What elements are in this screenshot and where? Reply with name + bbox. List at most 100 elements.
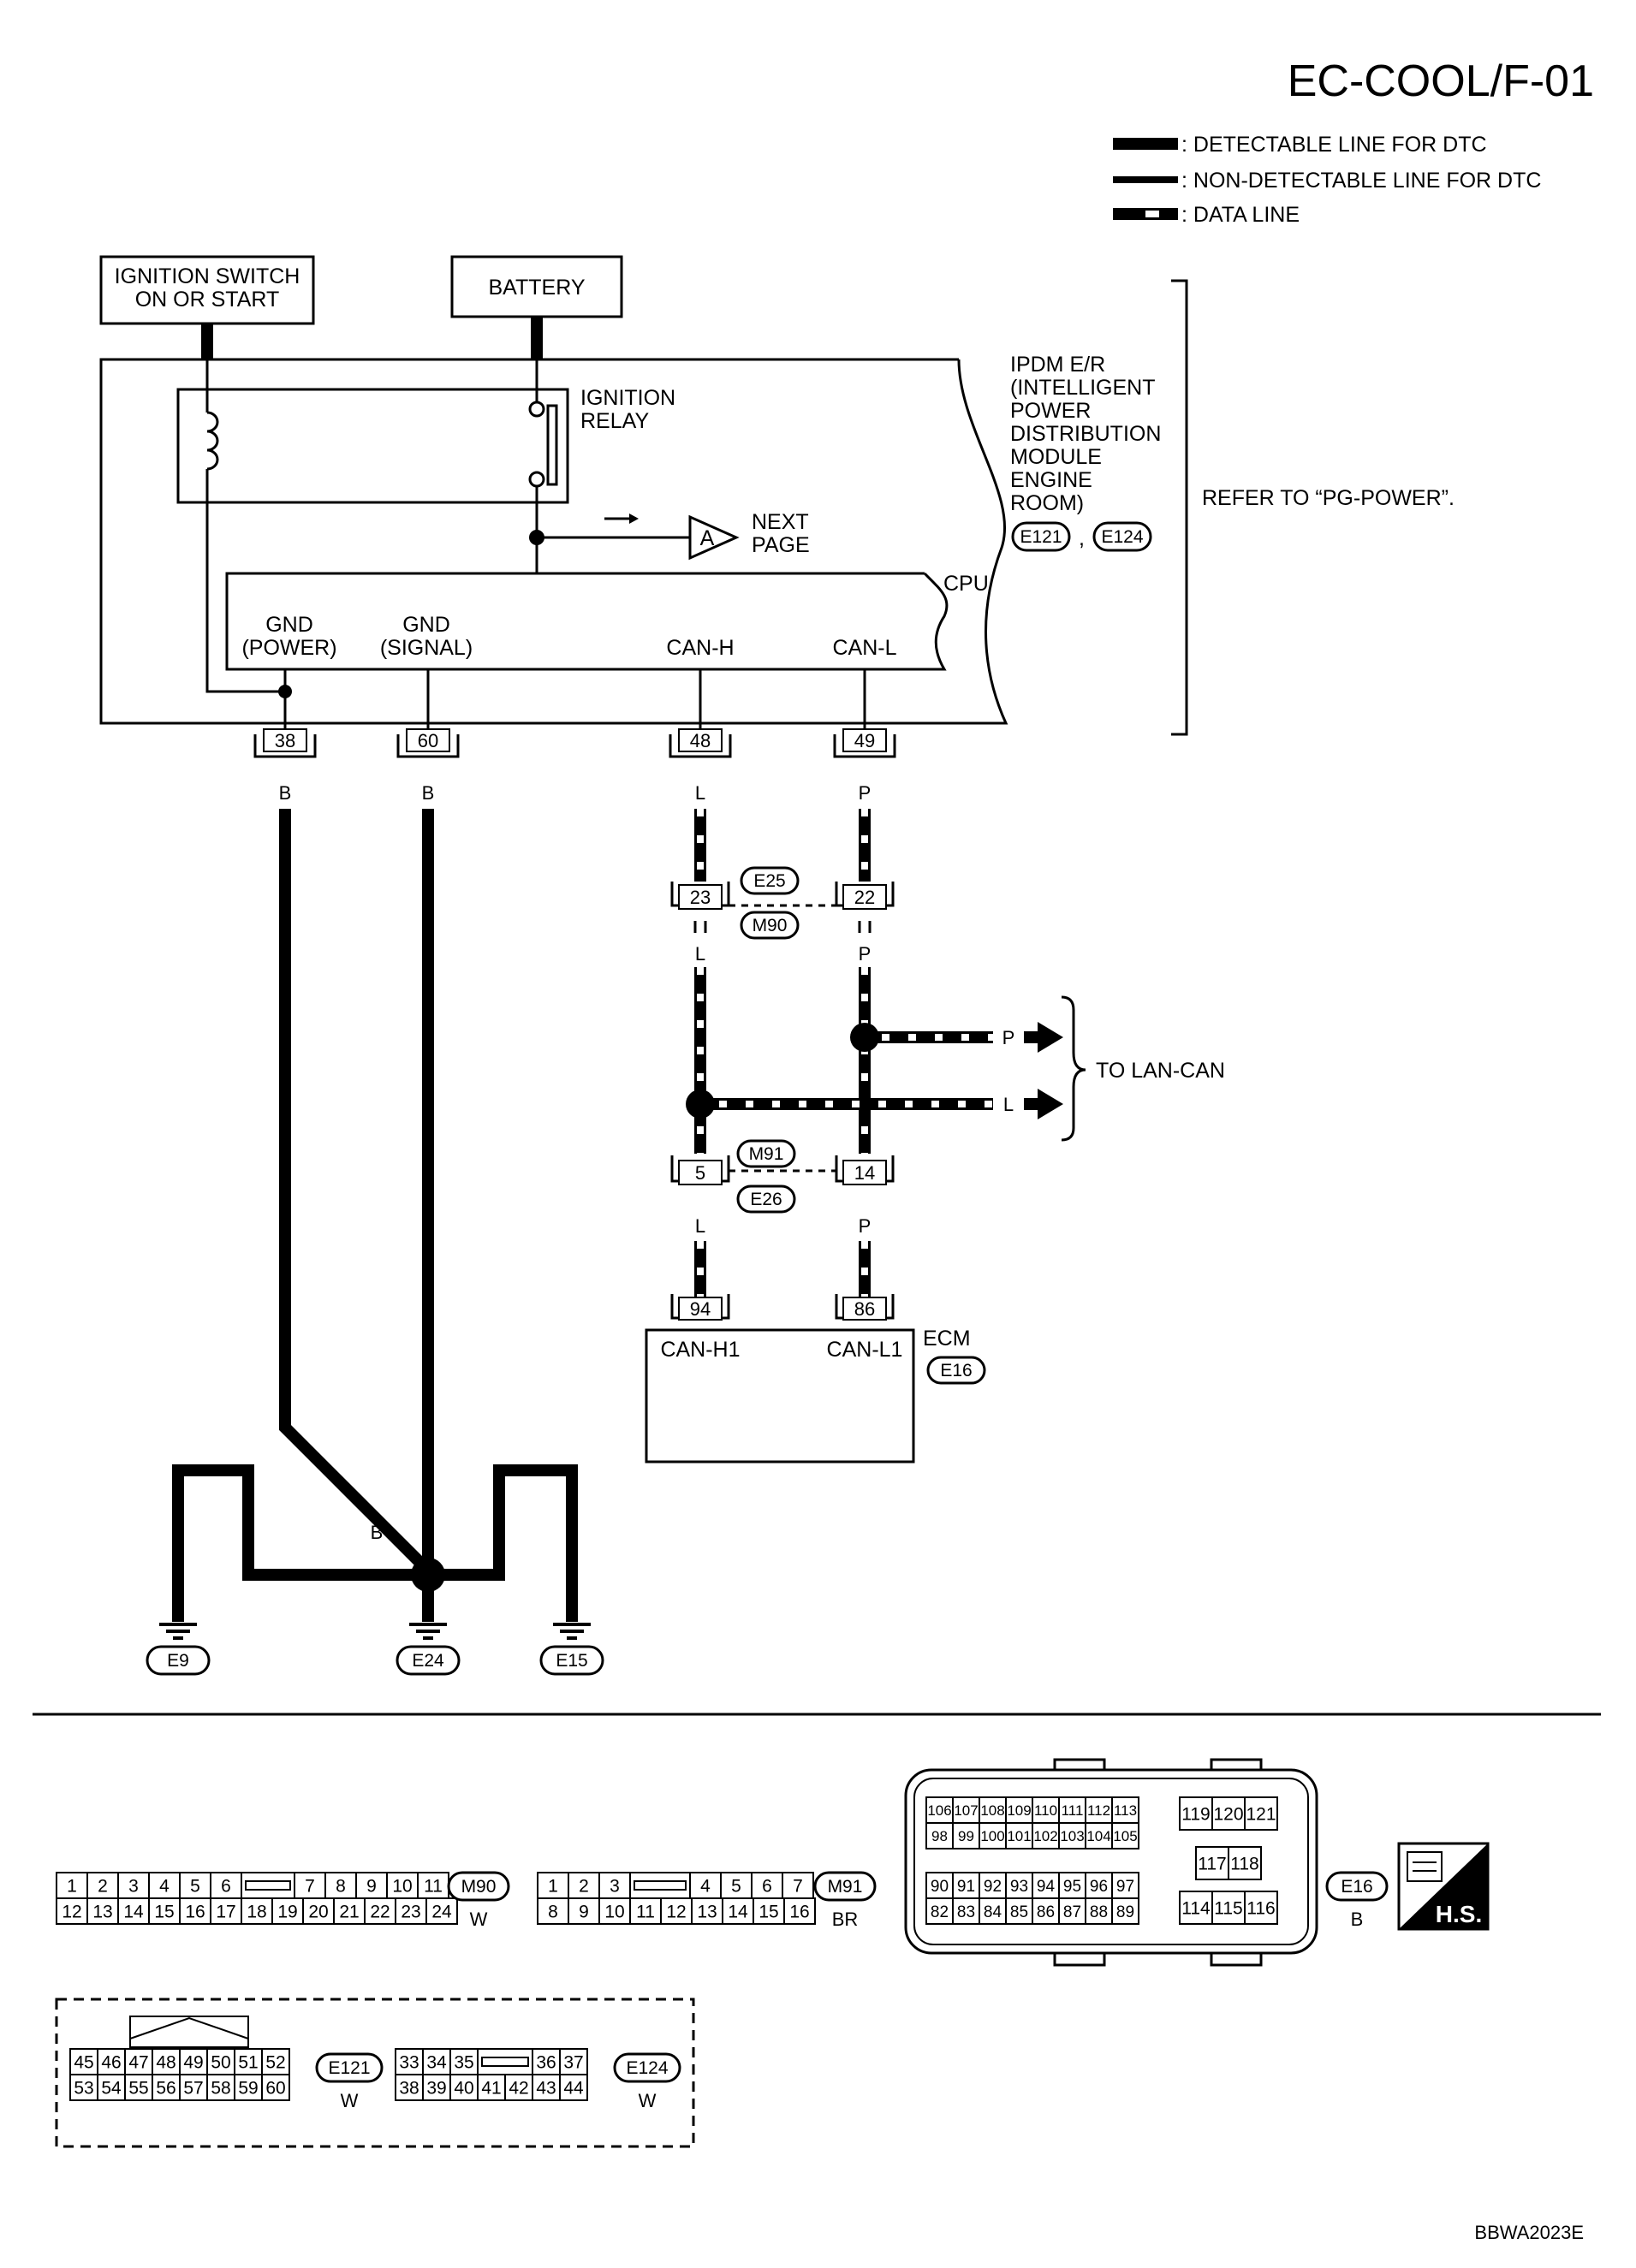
pin-number: 10 — [604, 1903, 624, 1922]
joint-e25-tag-text: E25 — [753, 871, 785, 891]
pin-number: 112 — [1087, 1802, 1110, 1819]
battery-label: BATTERY — [489, 276, 586, 300]
lan-can-l-color: L — [1003, 1094, 1014, 1115]
pin-number: 107 — [954, 1802, 978, 1819]
legend-detectable-text: : DETECTABLE LINE FOR DTC — [1181, 133, 1487, 157]
ground-color-1: B — [172, 1522, 185, 1543]
pin-number: 94 — [1037, 1878, 1056, 1896]
ground-e15: E15 — [556, 1651, 587, 1671]
m91-id: M91 — [828, 1877, 863, 1897]
e16-tag — [1325, 1871, 1389, 1902]
pin-number: 47 — [128, 2053, 148, 2073]
connector-cell — [234, 2074, 263, 2101]
connector-cell — [1085, 1796, 1113, 1824]
wire-color-60: B — [422, 782, 435, 804]
joint-m91-pin-5 — [670, 1155, 730, 1185]
pin-number: 90 — [931, 1878, 949, 1896]
connector-cell — [691, 1897, 723, 1925]
ignition-switch-label-1: IGNITION SWITCH — [115, 264, 300, 288]
connector-cell — [1032, 1897, 1060, 1925]
ipdm-connector-1: E121 — [1020, 527, 1062, 547]
cpu-pin-label-can-l: CAN-L — [832, 636, 896, 660]
connector-cell — [179, 2074, 208, 2101]
pin-number: 96 — [1090, 1878, 1108, 1896]
connector-cell — [241, 1897, 273, 1925]
connector-cell — [537, 1872, 569, 1899]
pin-number: 2 — [579, 1877, 589, 1897]
can-l-splice — [850, 1023, 879, 1052]
ground-color-5: B — [493, 1522, 506, 1543]
pin-number: 119 — [1181, 1805, 1210, 1825]
ipdm-outline — [99, 358, 1008, 725]
connector-cell — [148, 1897, 181, 1925]
legend: : DETECTABLE LINE FOR DTC : NON-DETECTAB… — [1113, 133, 1541, 227]
connector-cell — [86, 1897, 119, 1925]
pin-number: 11 — [424, 1877, 443, 1897]
pin-number: 4 — [700, 1877, 711, 1897]
relay-coil-icon — [205, 359, 219, 502]
connector-cell — [302, 1897, 335, 1925]
ecm-box — [645, 1328, 915, 1464]
connector-cell — [261, 2048, 290, 2075]
pin-number: 118 — [1230, 1855, 1258, 1874]
connector-cell — [1005, 1796, 1033, 1824]
connector-cell — [537, 1897, 569, 1925]
joint-e26-tag-text: E26 — [750, 1190, 782, 1209]
ipdm-name-line-5: MODULE — [1010, 445, 1102, 469]
connector-cell — [925, 1872, 954, 1899]
joint-e25-pin-23 — [670, 882, 730, 933]
pin-number: 14 — [123, 1903, 144, 1922]
ipdm-connector-tag-2 — [1092, 521, 1152, 552]
pin-number: 14 — [728, 1903, 748, 1922]
pin-number: 21 — [339, 1903, 359, 1922]
e121-color: W — [341, 2090, 359, 2111]
joint1-color-l: L — [695, 943, 705, 965]
connector-cell — [1211, 1891, 1246, 1925]
pin-number: 102 — [1033, 1828, 1057, 1844]
ground-e24: E24 — [412, 1651, 444, 1671]
pin-number: 113 — [1114, 1802, 1137, 1819]
pin-number: 22 — [370, 1903, 390, 1922]
pin-number: 85 — [1010, 1903, 1028, 1921]
ground-color-2: B — [242, 1522, 255, 1543]
pin-number: 42 — [509, 2079, 528, 2099]
joint-m91-pin-5-number: 5 — [695, 1162, 705, 1184]
ecm-pin-label-can-h1: CAN-H1 — [660, 1338, 740, 1362]
pin-number: 40 — [454, 2079, 473, 2099]
pin-number: 18 — [247, 1903, 266, 1922]
ipdm-name: IPDM E/R (INTELLIGENT POWER DISTRIBUTION… — [1010, 353, 1161, 515]
pin-number: 98 — [931, 1828, 948, 1844]
connector-cell — [425, 1897, 458, 1925]
pin-number: 45 — [74, 2053, 93, 2073]
ipdm-connector-tag-1 — [1011, 521, 1071, 552]
ecm-pin-86 — [835, 1294, 895, 1321]
joint-e25-pin-23-number: 23 — [690, 887, 711, 908]
pin-number: 34 — [426, 2053, 447, 2073]
connector-cell — [86, 1872, 119, 1899]
ipdm-connector-2: E124 — [1101, 527, 1143, 547]
connector-cell — [660, 1897, 693, 1925]
connector-cell — [782, 1872, 814, 1899]
connector-cell — [504, 2074, 533, 2101]
hs-badge: H.S. — [1436, 1901, 1482, 1927]
pin-number: 88 — [1090, 1903, 1108, 1921]
pin-number: 89 — [1116, 1903, 1134, 1921]
pin-number: 120 — [1213, 1805, 1243, 1825]
pin-number: 9 — [579, 1903, 589, 1922]
connector-cell — [1111, 1872, 1139, 1899]
wire-gnd-power — [279, 809, 432, 1575]
pin-number: 103 — [1060, 1828, 1084, 1844]
cpu-block — [225, 572, 949, 671]
pin-number: 24 — [431, 1903, 452, 1922]
ipdm-pin-60-number: 60 — [418, 730, 438, 751]
connector-cell — [1058, 1897, 1086, 1925]
pin-number: 16 — [185, 1903, 205, 1922]
connector-cell — [1195, 1846, 1229, 1880]
ground-e9-tag — [146, 1645, 211, 1676]
connector-cell — [1085, 1872, 1113, 1899]
pin-number: 51 — [238, 2053, 258, 2073]
pin-number: 19 — [277, 1903, 297, 1922]
pin-number: 48 — [156, 2053, 175, 2073]
pin-number: 110 — [1034, 1802, 1057, 1819]
